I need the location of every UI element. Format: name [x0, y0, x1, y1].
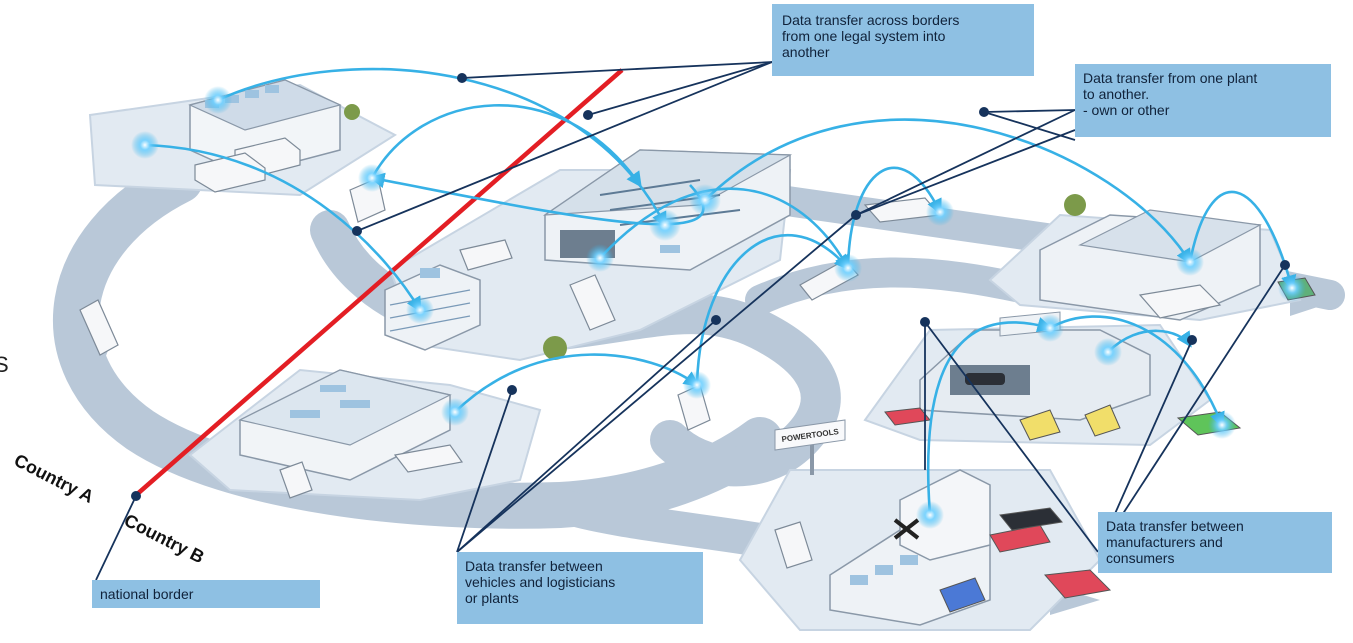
- callout-consumers: Data transfer between manufacturers and …: [1098, 512, 1332, 573]
- arc-factory-to-loop-truck: [599, 187, 850, 271]
- car-blue-store: [939, 577, 986, 613]
- leader-plants-2: [855, 109, 1076, 216]
- arc-plant-loop: [1188, 190, 1297, 292]
- arc-factory-to-plant: [704, 118, 1192, 265]
- callout-plants: Data transfer from one plant to another.…: [1075, 64, 1331, 137]
- leader-dots: [131, 73, 1290, 501]
- leader-borders-1: [461, 61, 773, 79]
- callout-vehicles: Data transfer between vehicles and logis…: [457, 552, 703, 624]
- arc-truck-to-factory: [370, 104, 642, 188]
- leader-consumers-3: [924, 321, 1099, 553]
- truck-center-1: [459, 239, 513, 271]
- data-nodes: [131, 86, 1306, 529]
- data-transfer-arcs: [144, 67, 1297, 516]
- leader-borders-2: [587, 61, 773, 116]
- callout-borders: Data transfer across borders from one le…: [772, 4, 1034, 76]
- road-south: [543, 488, 777, 557]
- arc-store-to-workshop: [926, 317, 1054, 516]
- edge-partial-glyph: S: [0, 352, 9, 377]
- truck-nw-2: [194, 152, 266, 193]
- workshop: [919, 311, 1151, 421]
- car-yellow-2: [1084, 404, 1121, 437]
- leader-plant-link: [855, 129, 1076, 216]
- leader-vehicles-2: [456, 319, 717, 553]
- office-building-sw: [238, 369, 452, 481]
- car-yellow: [1019, 409, 1061, 441]
- leader-consumers-2: [1097, 264, 1286, 553]
- car-black: [999, 507, 1063, 531]
- leader-borders-3: [356, 61, 773, 232]
- leader-vehicles-3: [456, 214, 857, 553]
- truck-sw: [393, 444, 464, 473]
- leader-border-label: [95, 495, 137, 581]
- callout-national-border: national border: [92, 580, 320, 608]
- truck-store: [774, 521, 813, 569]
- truck-sw-2: [279, 461, 313, 499]
- car-red-exit: [1043, 569, 1112, 599]
- arc-warehouse-to-office: [144, 143, 422, 313]
- truck-east-plant: [1138, 284, 1222, 319]
- truck-road-west: [79, 299, 119, 356]
- tree-center: [543, 336, 567, 360]
- arc-office-to-truck: [454, 353, 700, 413]
- leader-lines: [95, 61, 1286, 581]
- vehicles: [79, 137, 1222, 569]
- leader-plants-3: [983, 109, 1076, 113]
- arc-east-road-truck: [846, 166, 942, 269]
- national-border-line: [133, 68, 624, 498]
- truck-center-2: [569, 274, 616, 331]
- leader-vehicles-1: [456, 389, 513, 553]
